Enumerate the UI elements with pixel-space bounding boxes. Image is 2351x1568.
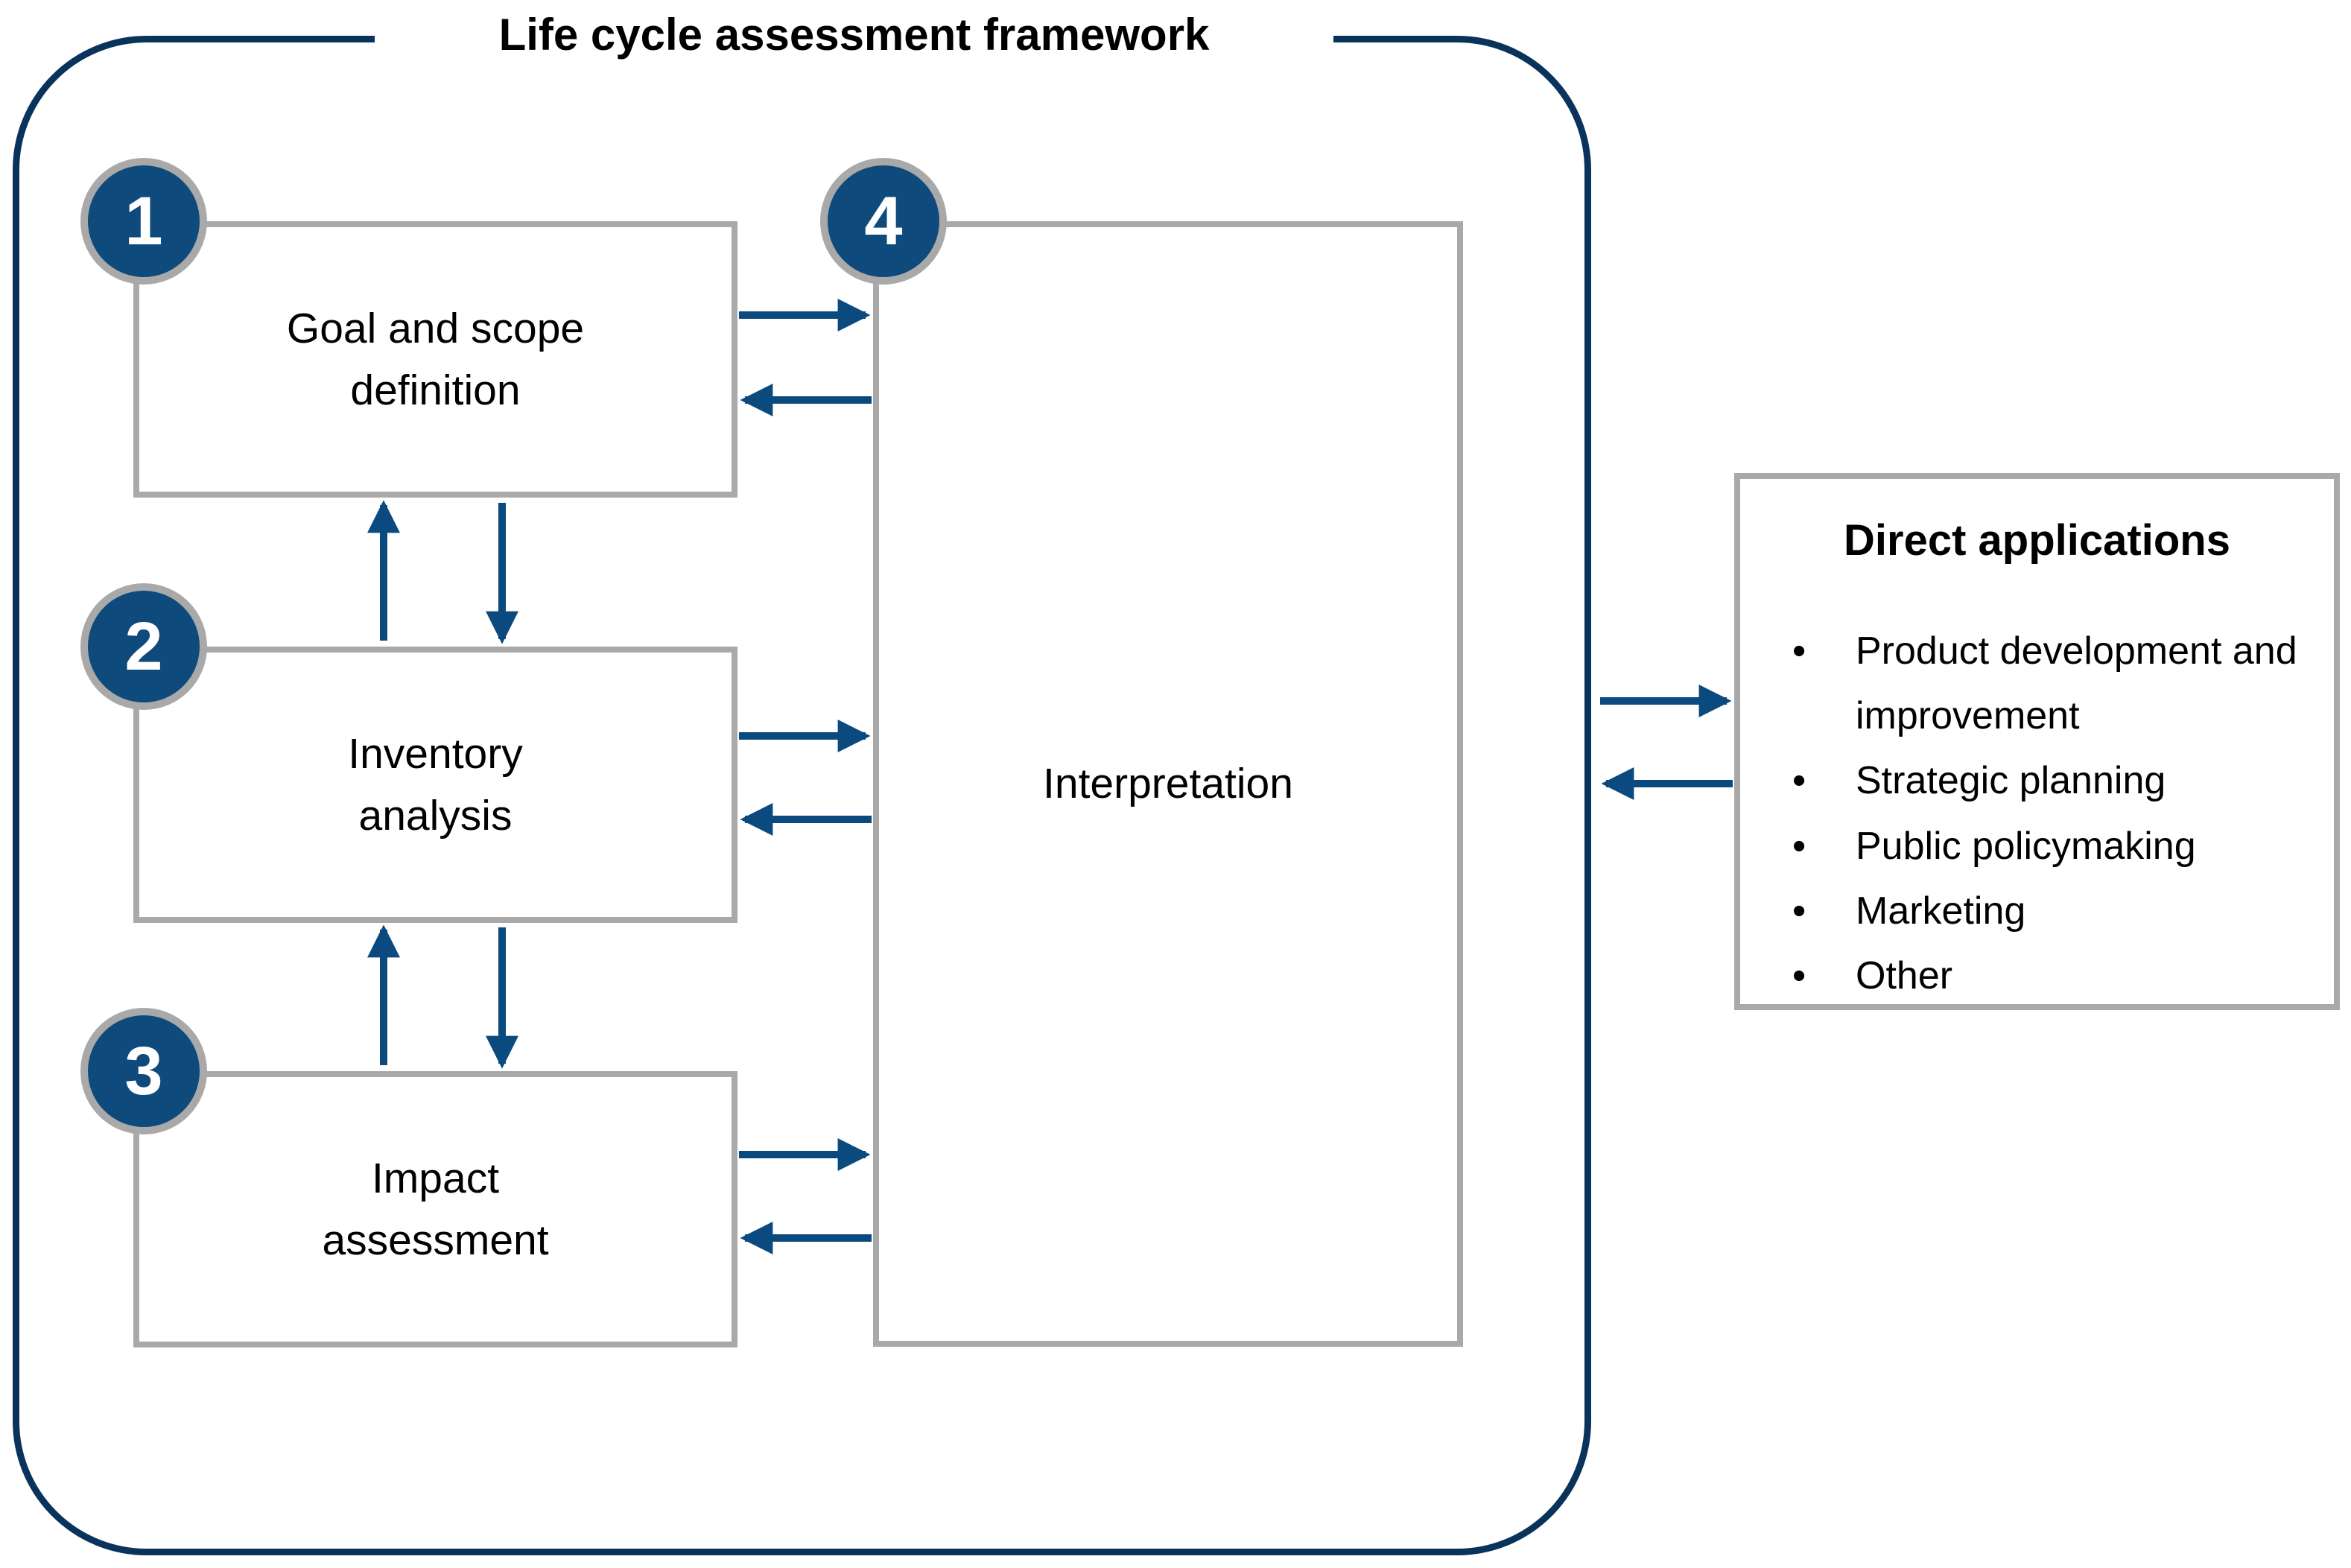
stage-number-3: 3	[124, 1032, 163, 1109]
stage-number-badge-2: 2	[80, 583, 207, 710]
direct-applications-box: Direct applications Product development …	[1734, 473, 2340, 1010]
stage-number-4: 4	[864, 182, 903, 259]
direct-application-item: Strategic planning	[1792, 749, 2312, 814]
direct-application-item: Marketing	[1792, 879, 2312, 945]
direct-applications-list: Product development and improvement Stra…	[1740, 619, 2334, 1010]
inventory-analysis-box: Inventory analysis	[133, 647, 737, 923]
stage-number-1: 1	[124, 182, 163, 259]
stage-number-badge-3: 3	[80, 1008, 207, 1134]
direct-application-item: Product development and improvement	[1792, 619, 2312, 749]
direct-applications-title: Direct applications	[1844, 516, 2230, 565]
impact-assessment-box: Impact assessment	[133, 1071, 737, 1348]
goal-and-scope-box: Goal and scope definition	[133, 221, 737, 498]
interpretation-label: Interpretation	[1043, 760, 1293, 808]
framework-title: Life cycle assessment framework	[375, 1, 1333, 69]
direct-application-item: Other	[1792, 944, 2312, 1009]
impact-assessment-label: Impact assessment	[322, 1154, 549, 1264]
inventory-analysis-label: Inventory analysis	[348, 729, 523, 839]
stage-number-badge-1: 1	[80, 158, 207, 285]
goal-and-scope-label: Goal and scope definition	[286, 304, 585, 414]
stage-number-2: 2	[124, 608, 163, 685]
direct-application-item: Public policymaking	[1792, 814, 2312, 880]
interpretation-box: Interpretation	[873, 221, 1463, 1347]
stage-number-badge-4: 4	[820, 158, 947, 285]
